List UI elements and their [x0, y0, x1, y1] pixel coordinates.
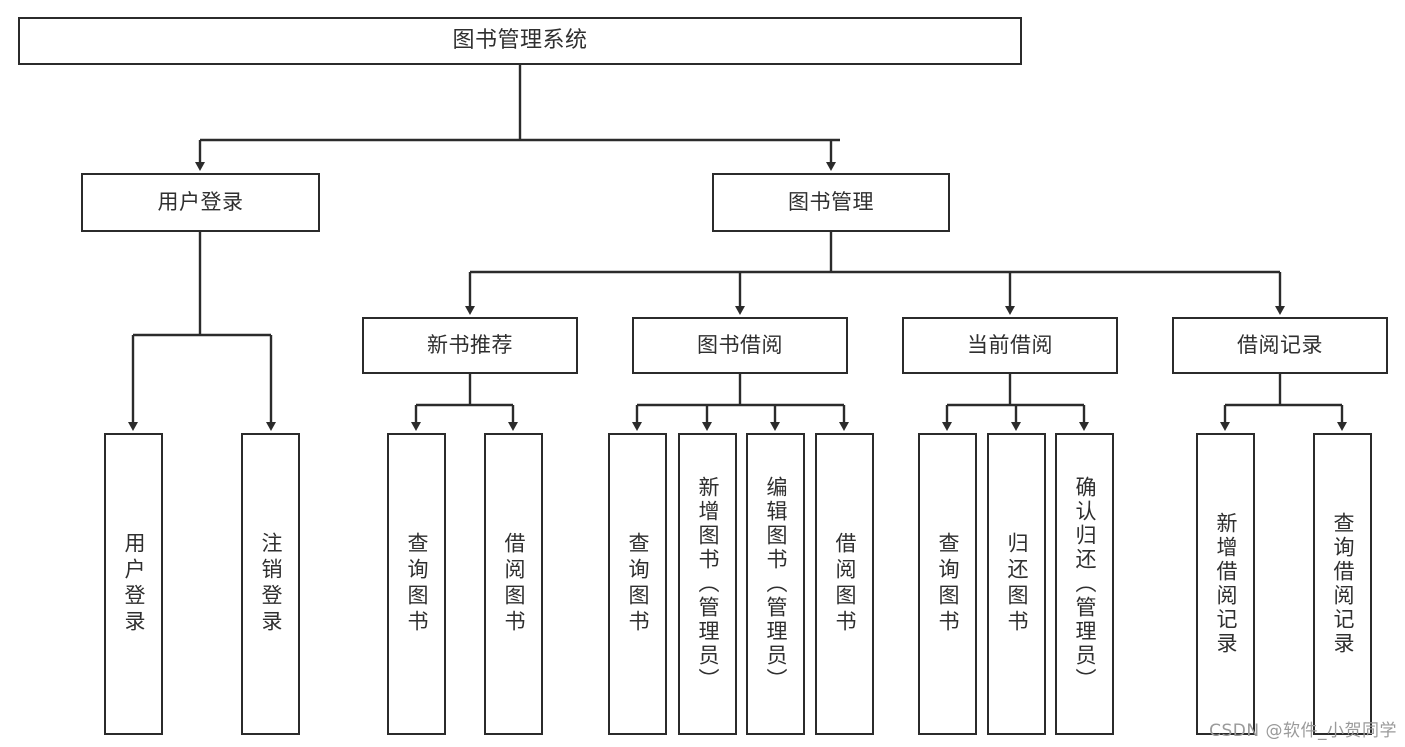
leaf-query-books-borrow-label: 查询图书: [626, 532, 650, 636]
node-current-borrowing[interactable]: 当前借阅: [902, 317, 1118, 374]
node-borrowing-records-label: 借阅记录: [1237, 333, 1323, 358]
node-new-book-recommendation[interactable]: 新书推荐: [362, 317, 578, 374]
leaf-query-books-new-label: 查询图书: [405, 532, 429, 636]
leaf-return-books-label: 归还图书: [1005, 532, 1029, 636]
leaf-query-books-new[interactable]: 查询图书: [387, 433, 446, 735]
leaf-edit-book-admin-label: 编辑图书（管理员）: [764, 476, 788, 692]
leaf-query-books-current[interactable]: 查询图书: [918, 433, 977, 735]
watermark: CSDN @软件_小贺同学: [1209, 721, 1397, 741]
leaf-borrow-books-label: 借阅图书: [833, 532, 857, 636]
node-current-borrowing-label: 当前借阅: [967, 333, 1053, 358]
leaf-add-book-admin-label: 新增图书（管理员）: [696, 476, 720, 692]
node-new-book-recommendation-label: 新书推荐: [427, 333, 513, 358]
leaf-user-login[interactable]: 用户登录: [104, 433, 163, 735]
node-book-management[interactable]: 图书管理: [712, 173, 950, 232]
node-user-login-label: 用户登录: [157, 190, 244, 215]
node-root-label: 图书管理系统: [452, 28, 588, 54]
node-book-borrowing-label: 图书借阅: [697, 333, 783, 358]
leaf-edit-book-admin[interactable]: 编辑图书（管理员）: [746, 433, 805, 735]
leaf-add-borrow-record-label: 新增借阅记录: [1214, 512, 1238, 656]
leaf-borrow-books-new[interactable]: 借阅图书: [484, 433, 543, 735]
leaf-query-borrow-record[interactable]: 查询借阅记录: [1313, 433, 1372, 735]
leaf-logout[interactable]: 注销登录: [241, 433, 300, 735]
leaf-query-borrow-record-label: 查询借阅记录: [1331, 512, 1355, 656]
node-root[interactable]: 图书管理系统: [18, 17, 1022, 65]
leaf-add-book-admin[interactable]: 新增图书（管理员）: [678, 433, 737, 735]
leaf-confirm-return-admin[interactable]: 确认归还（管理员）: [1055, 433, 1114, 735]
leaf-logout-label: 注销登录: [259, 532, 283, 636]
node-book-borrowing[interactable]: 图书借阅: [632, 317, 848, 374]
leaf-borrow-books[interactable]: 借阅图书: [815, 433, 874, 735]
leaf-confirm-return-admin-label: 确认归还（管理员）: [1073, 476, 1097, 692]
leaf-user-login-label: 用户登录: [122, 532, 146, 636]
leaf-borrow-books-new-label: 借阅图书: [502, 532, 526, 636]
node-borrowing-records[interactable]: 借阅记录: [1172, 317, 1388, 374]
leaf-add-borrow-record[interactable]: 新增借阅记录: [1196, 433, 1255, 735]
node-user-login[interactable]: 用户登录: [81, 173, 320, 232]
leaf-query-books-borrow[interactable]: 查询图书: [608, 433, 667, 735]
leaf-query-books-current-label: 查询图书: [936, 532, 960, 636]
node-book-management-label: 图书管理: [788, 190, 874, 215]
leaf-return-books[interactable]: 归还图书: [987, 433, 1046, 735]
